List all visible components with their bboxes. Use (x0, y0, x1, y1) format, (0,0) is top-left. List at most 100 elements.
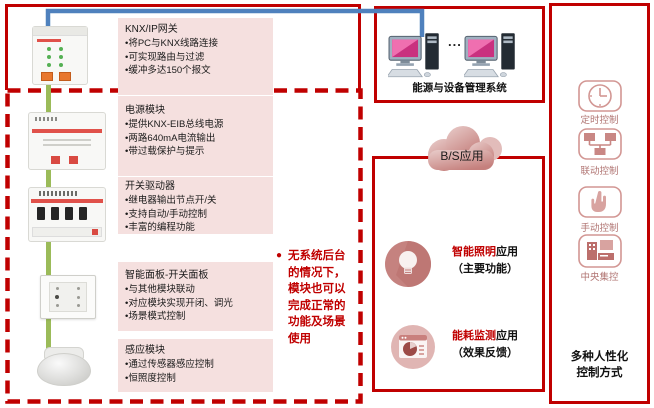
app-smart-lighting: 智能照明应用 （主要功能） (452, 244, 544, 278)
module-block-sensor: 感应模块 •通过传感器感应控制 •恒照度控制 (118, 339, 273, 392)
note-bullet: ● (276, 250, 283, 261)
panel-face (49, 282, 87, 312)
energy-system-label: 能源与设备管理系统 (412, 82, 507, 94)
central-control-icon (578, 234, 622, 268)
energy-chart-icon (391, 325, 435, 369)
terminal (51, 156, 60, 164)
management-computers: ... (388, 30, 533, 80)
bs-cloud-label: B/S应用 (440, 149, 484, 163)
bus-segment (46, 241, 51, 278)
lightbulb-icon (385, 241, 431, 287)
switch-rocker (51, 207, 59, 220)
module-bullet: •继电器输出节点开/关 (125, 195, 217, 206)
module-bullet: •支持自动/手动控制 (125, 208, 207, 220)
hand-icon (578, 186, 622, 218)
module-bullet: •恒照度控制 (125, 372, 176, 384)
module-bullet: •丰富的编程功能 (125, 222, 195, 233)
module-title: 智能面板-开关面板 (125, 270, 209, 281)
module-bullet: •缓冲多达150个报文 (125, 65, 211, 76)
computer-icon (463, 33, 515, 78)
switch-rocker (79, 207, 87, 220)
red-stripe (32, 129, 102, 133)
power-module-image (28, 112, 106, 170)
control-methods-footer: 多种人性化 控制方式 (549, 349, 650, 381)
button-dot (77, 304, 80, 307)
control-methods-box (549, 3, 650, 404)
module-block-smart-panel: 智能面板-开关面板 •与其他模块联动 •对应模块实现开闭、调光 •场景模式控制 (118, 262, 273, 331)
presence-sensor-image (37, 347, 91, 386)
switch-actuator-image (28, 187, 106, 242)
gateway-red-label (37, 39, 61, 42)
led (47, 63, 51, 67)
module-bullet: •两路640mA电流输出 (125, 132, 216, 144)
module-bullet: •通过传感器感应控制 (125, 359, 214, 370)
ellipsis: ... (448, 34, 462, 49)
module-bullet: •场景模式控制 (125, 311, 186, 322)
cloud-icon (428, 126, 502, 171)
module-block-gateway: KNX/IP网关 •将PC与KNX线路连接 •可实现路由与过滤 •缓冲多达150… (118, 18, 273, 95)
control-label-linkage: 联动控制 (580, 166, 619, 177)
button-dot (56, 287, 59, 290)
led (59, 47, 63, 51)
bs-cloud (418, 123, 508, 177)
red-stripe (31, 199, 103, 203)
app-energy-monitoring: 能耗监测应用 （效果反馈） (452, 328, 544, 362)
module-bullet: •提供KNX-EIB总线电源 (125, 119, 224, 130)
module-bullet: •带过载保护与提示 (125, 146, 205, 157)
gateway-top-panel (33, 27, 87, 36)
led (59, 55, 63, 59)
label-lines (43, 139, 91, 141)
gateway-zone-border (5, 4, 361, 90)
bus-segment (46, 169, 51, 191)
sensor-dome (37, 353, 91, 386)
module-title: 感应模块 (125, 345, 165, 356)
module-block-power: 电源模块 •提供KNX-EIB总线电源 •两路640mA电流输出 •带过载保护与… (118, 96, 273, 176)
terminal (41, 72, 53, 81)
control-label-central: 中央集控 (580, 272, 619, 283)
smart-panel-image (40, 275, 96, 319)
module-block-switch-actuator: 开关驱动器 •继电器输出节点开/关 •支持自动/手动控制 •丰富的编程功能 (118, 177, 273, 234)
app-title-highlight: 能耗监测 (452, 330, 496, 342)
led (47, 55, 51, 59)
app-subtitle: （效果反馈） (452, 347, 518, 359)
app-title-rest: 应用 (496, 330, 518, 342)
terminal (59, 72, 71, 81)
control-label-timed: 定时控制 (580, 115, 619, 126)
switch-rocker (37, 207, 45, 220)
base-panel (32, 227, 102, 237)
computer-icon (388, 33, 439, 78)
vents (35, 117, 57, 121)
terminal (69, 156, 78, 164)
module-bullet: •与其他模块联动 (125, 284, 195, 295)
bus-segment (46, 318, 51, 350)
app-title-highlight: 智能照明 (452, 246, 496, 258)
module-title: 开关驱动器 (125, 181, 175, 192)
switch-rocker (65, 207, 73, 220)
red-button (92, 229, 98, 235)
led (47, 47, 51, 51)
button-dot (77, 296, 80, 299)
module-bullet: •可实现路由与过滤 (125, 51, 205, 63)
led (59, 63, 63, 67)
footer-line-1: 多种人性化 (570, 351, 629, 363)
module-title: 电源模块 (125, 105, 165, 116)
app-title-rest: 应用 (496, 246, 518, 258)
knx-ip-gateway-image (32, 26, 88, 85)
button-dot (55, 295, 59, 299)
standalone-note: ● 无系统后台的情况下，模块也可以完成正常的功能及场景使用 (276, 248, 356, 347)
clock-icon (578, 80, 622, 112)
button-dot (56, 304, 59, 307)
module-bullet: •对应模块实现开闭、调光 (125, 297, 233, 309)
vents (39, 191, 79, 196)
linkage-icon (578, 128, 622, 160)
module-title: KNX/IP网关 (125, 24, 178, 35)
app-subtitle: （主要功能） (452, 263, 518, 275)
button-dot (77, 287, 80, 290)
energy-system-box (374, 6, 545, 103)
bus-segment (46, 84, 51, 116)
note-text: 无系统后台的情况下，模块也可以完成正常的功能及场景使用 (288, 250, 346, 345)
module-bullet: •将PC与KNX线路连接 (125, 38, 219, 49)
app-title: 智能照明应用 (452, 244, 544, 261)
control-label-manual: 手动控制 (580, 223, 619, 234)
